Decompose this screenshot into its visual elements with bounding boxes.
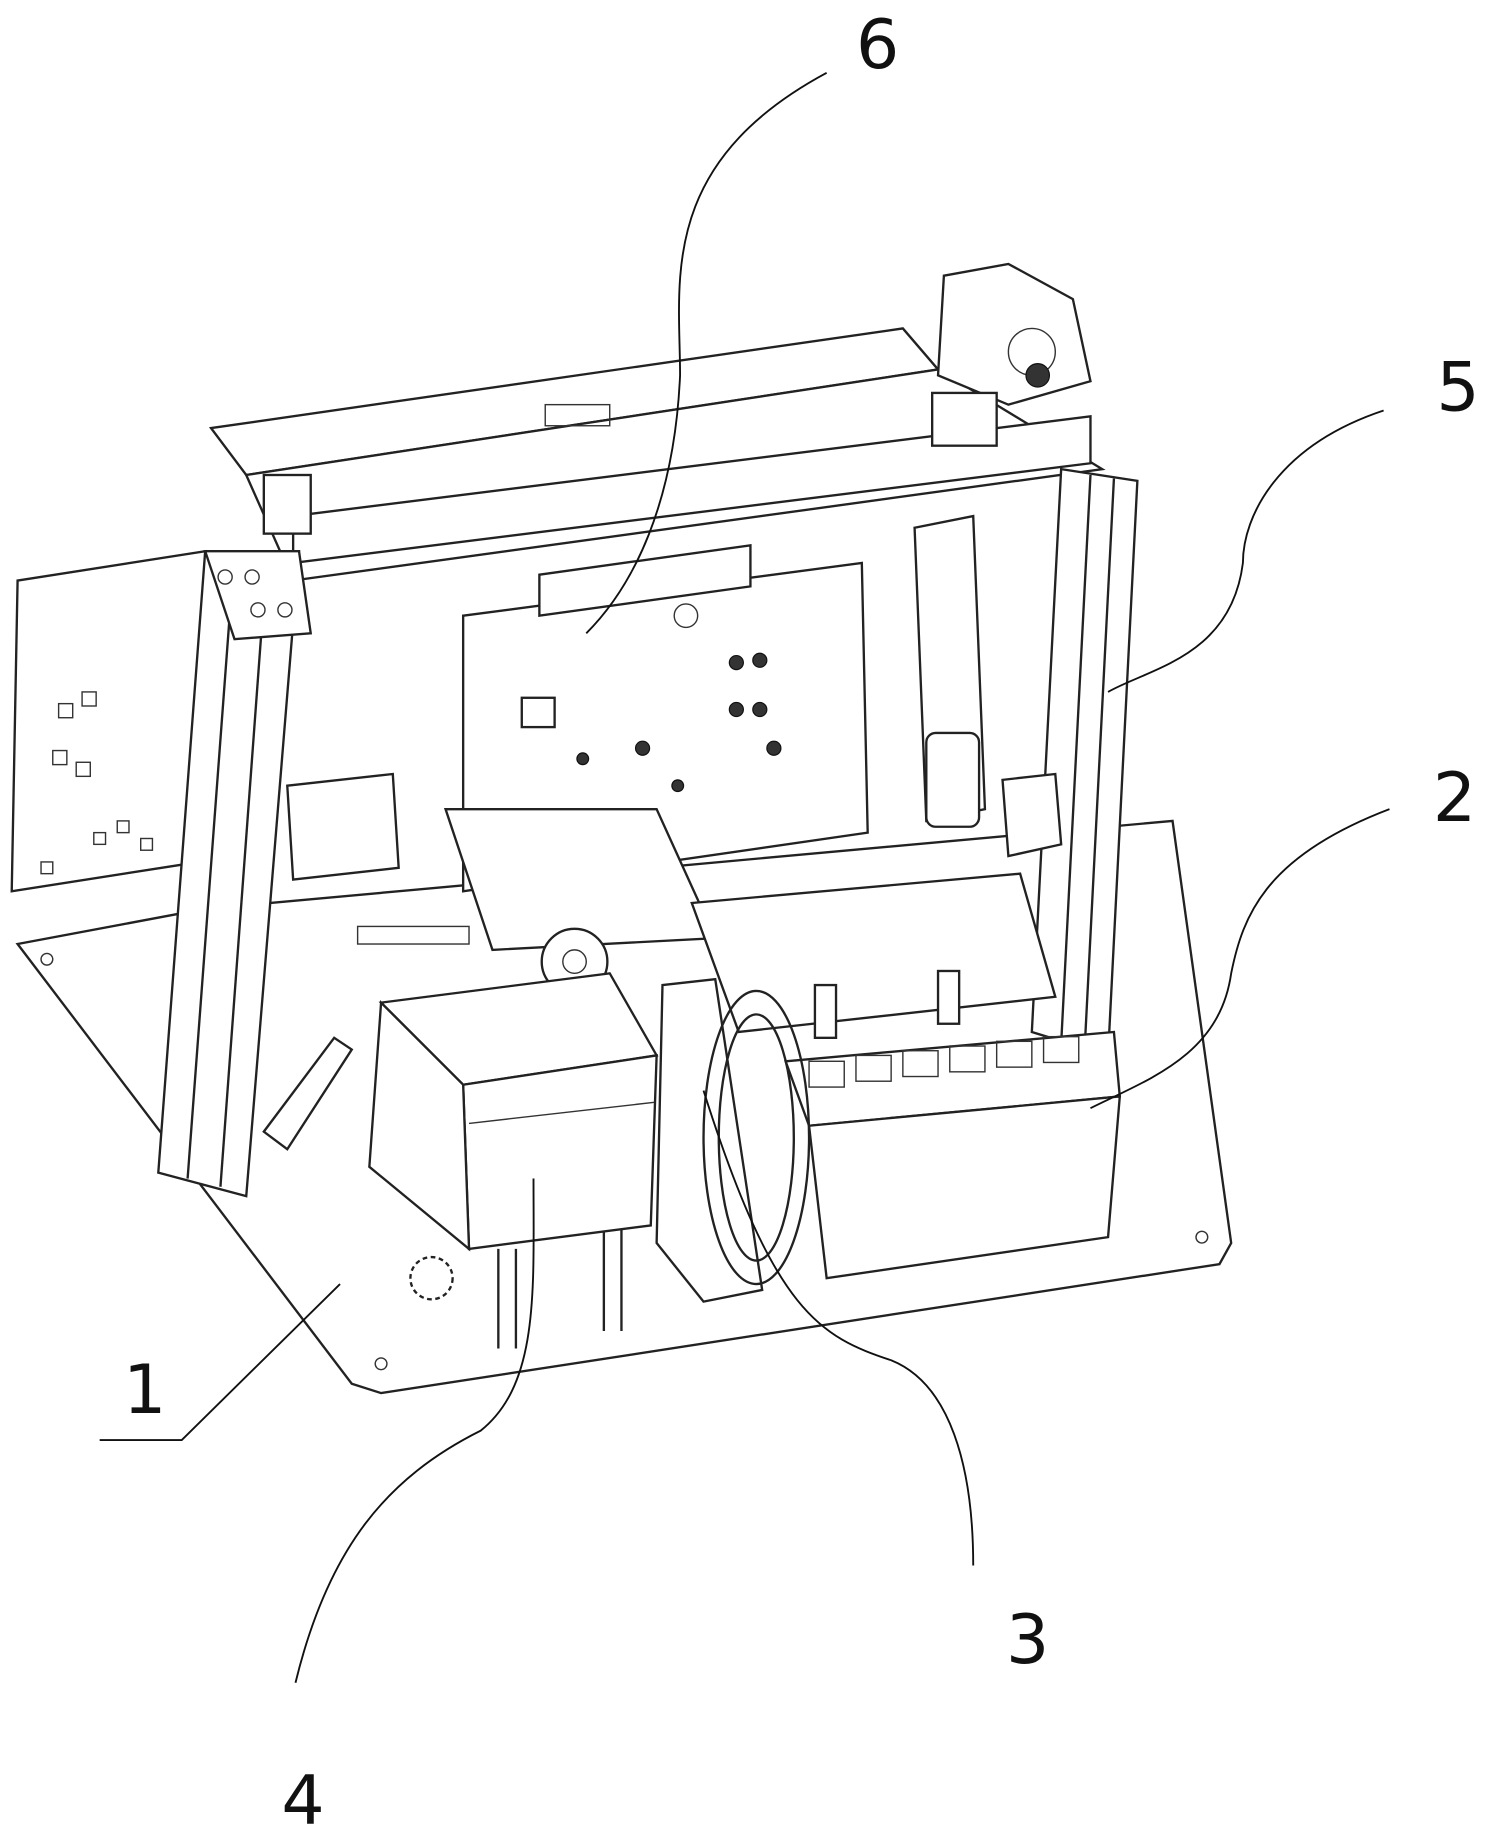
label-3: 3 bbox=[1006, 1601, 1049, 1680]
label-2: 2 bbox=[1433, 759, 1476, 838]
label-6: 6 bbox=[856, 6, 899, 85]
label-1: 1 bbox=[123, 1351, 166, 1430]
motor bbox=[938, 264, 1090, 405]
label-4: 4 bbox=[281, 1761, 324, 1840]
circuit-board bbox=[12, 551, 205, 891]
leader-line-5 bbox=[1108, 411, 1384, 692]
box-unit bbox=[463, 1055, 656, 1248]
label-5: 5 bbox=[1436, 349, 1479, 428]
